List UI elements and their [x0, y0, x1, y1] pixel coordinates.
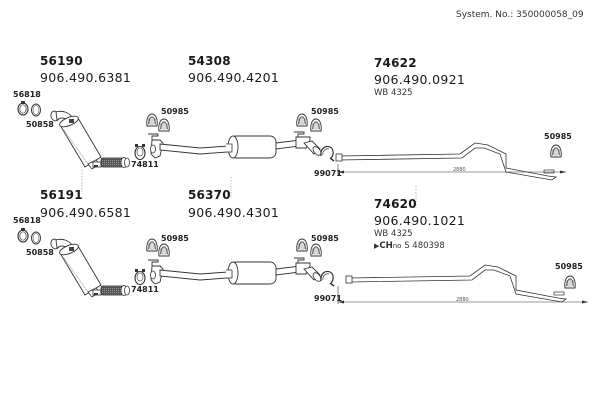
mount-icon — [146, 113, 158, 127]
label-50985: 50985 — [555, 262, 583, 271]
chassis-label: no — [392, 242, 402, 250]
mount-icon — [564, 275, 576, 289]
oem-number: 906.490.1021 — [374, 213, 466, 228]
label-50858: 50858 — [26, 120, 54, 129]
dimension-value: 2880 — [456, 297, 469, 303]
mount-icon — [158, 243, 170, 257]
oem-number: 906.490.6581 — [40, 205, 132, 220]
label-74811: 74811 — [131, 285, 159, 294]
wheelbase-note: WB 4325 — [374, 229, 413, 239]
mount-icon — [310, 243, 322, 257]
clamp-74811-icon — [134, 268, 146, 286]
oem-number: 906.490.4201 — [188, 70, 280, 85]
chassis-prefix: CH — [379, 241, 393, 251]
dimension-value: 2880 — [453, 167, 466, 173]
part-number: 56190 — [40, 54, 83, 68]
row-2-drawing — [17, 227, 588, 304]
clamp-56818-icon — [17, 100, 29, 116]
label-50985: 50985 — [311, 107, 339, 116]
chassis-value: S 480398 — [404, 241, 445, 251]
system-number: System. No.: 350000058_09 — [456, 10, 584, 20]
mount-icon — [296, 238, 308, 252]
gasket-50858-icon — [31, 231, 41, 245]
mount-icon — [146, 238, 158, 252]
gasket-50858-icon — [31, 103, 41, 117]
clamp-99071-icon — [320, 145, 335, 162]
oem-number: 906.490.0921 — [374, 72, 466, 87]
label-50985: 50985 — [311, 234, 339, 243]
mount-icon — [310, 118, 322, 132]
label-56818: 56818 — [13, 90, 41, 99]
mount-icon — [158, 118, 170, 132]
label-50985: 50985 — [544, 132, 572, 141]
clamp-99071-icon — [320, 270, 335, 287]
part-number: 54308 — [188, 54, 231, 68]
label-50858: 50858 — [26, 248, 54, 257]
clamp-74811-icon — [134, 143, 146, 161]
wheelbase-note: WB 4325 — [374, 88, 413, 98]
label-50985: 50985 — [161, 107, 189, 116]
oem-number: 906.490.4301 — [188, 205, 280, 220]
label-50985: 50985 — [161, 234, 189, 243]
mount-icon — [550, 144, 562, 158]
part-number: 74620 — [374, 197, 417, 211]
part-number: 74622 — [374, 56, 417, 70]
mount-icon — [296, 113, 308, 127]
row-1-drawing — [17, 100, 566, 192]
chassis-number-note: ▶CHno S 480398 — [374, 241, 445, 251]
part-number: 56191 — [40, 188, 83, 202]
part-number: 56370 — [188, 188, 231, 202]
arrow-right-icon: ▶ — [374, 242, 380, 250]
clamp-56818-icon — [17, 227, 29, 243]
label-99071: 99071 — [314, 169, 342, 178]
label-74811: 74811 — [131, 160, 159, 169]
label-56818: 56818 — [13, 216, 41, 225]
label-99071: 99071 — [314, 294, 342, 303]
oem-number: 906.490.6381 — [40, 70, 132, 85]
